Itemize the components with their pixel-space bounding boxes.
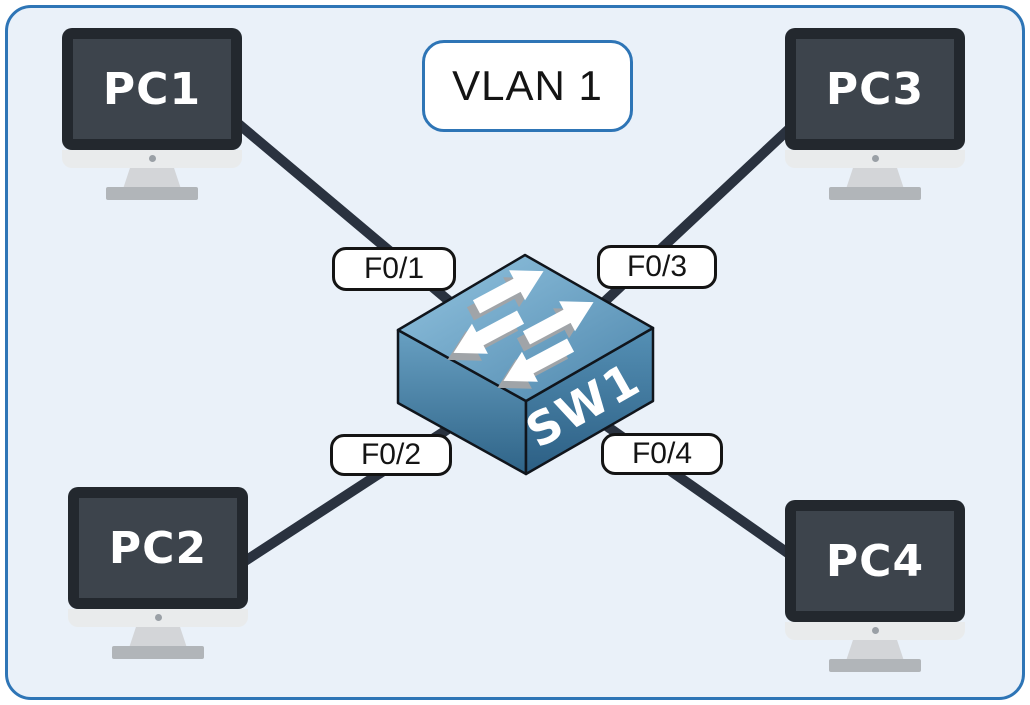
monitor-screen: PC4	[796, 511, 954, 611]
node-pc3: PC3	[785, 28, 965, 200]
node-label: PC1	[102, 63, 202, 115]
monitor-base	[106, 187, 198, 200]
monitor-icon: PC1	[62, 28, 242, 150]
camera-dot-icon	[871, 627, 879, 634]
port-label-f0-4: F0/4	[601, 433, 723, 475]
port-label-text: F0/3	[626, 250, 688, 283]
monitor-stand	[846, 640, 904, 661]
camera-dot-icon	[148, 155, 156, 162]
node-label: PC2	[108, 522, 208, 574]
port-label-text: F0/2	[360, 438, 422, 471]
port-label-f0-1: F0/1	[332, 247, 456, 291]
monitor-base	[112, 646, 204, 659]
port-label-text: F0/1	[363, 252, 425, 285]
monitor-screen: PC2	[79, 498, 237, 598]
monitor-base	[829, 659, 921, 672]
monitor-icon: PC4	[785, 500, 965, 622]
monitor-stand	[129, 627, 187, 648]
monitor-stand	[123, 168, 181, 189]
camera-dot-icon	[871, 155, 879, 162]
node-label: PC4	[825, 535, 925, 587]
monitor-icon: PC2	[68, 487, 248, 609]
node-label: PC3	[825, 63, 925, 115]
camera-dot-icon	[154, 614, 162, 621]
monitor-screen: PC3	[796, 39, 954, 139]
switch-sw1: SW1	[396, 253, 655, 476]
port-label-text: F0/4	[631, 437, 693, 470]
port-label-f0-3: F0/3	[597, 245, 717, 289]
monitor-stand	[846, 168, 904, 189]
monitor-icon: PC3	[785, 28, 965, 150]
port-label-f0-2: F0/2	[330, 434, 452, 476]
node-pc2: PC2	[68, 487, 248, 659]
vlan-badge: VLAN 1	[422, 40, 633, 132]
switch-top-face	[396, 253, 655, 403]
monitor-screen: PC1	[73, 39, 231, 139]
node-pc1: PC1	[62, 28, 242, 200]
vlan-badge-label: VLAN 1	[452, 62, 603, 109]
monitor-base	[829, 187, 921, 200]
node-pc4: PC4	[785, 500, 965, 672]
